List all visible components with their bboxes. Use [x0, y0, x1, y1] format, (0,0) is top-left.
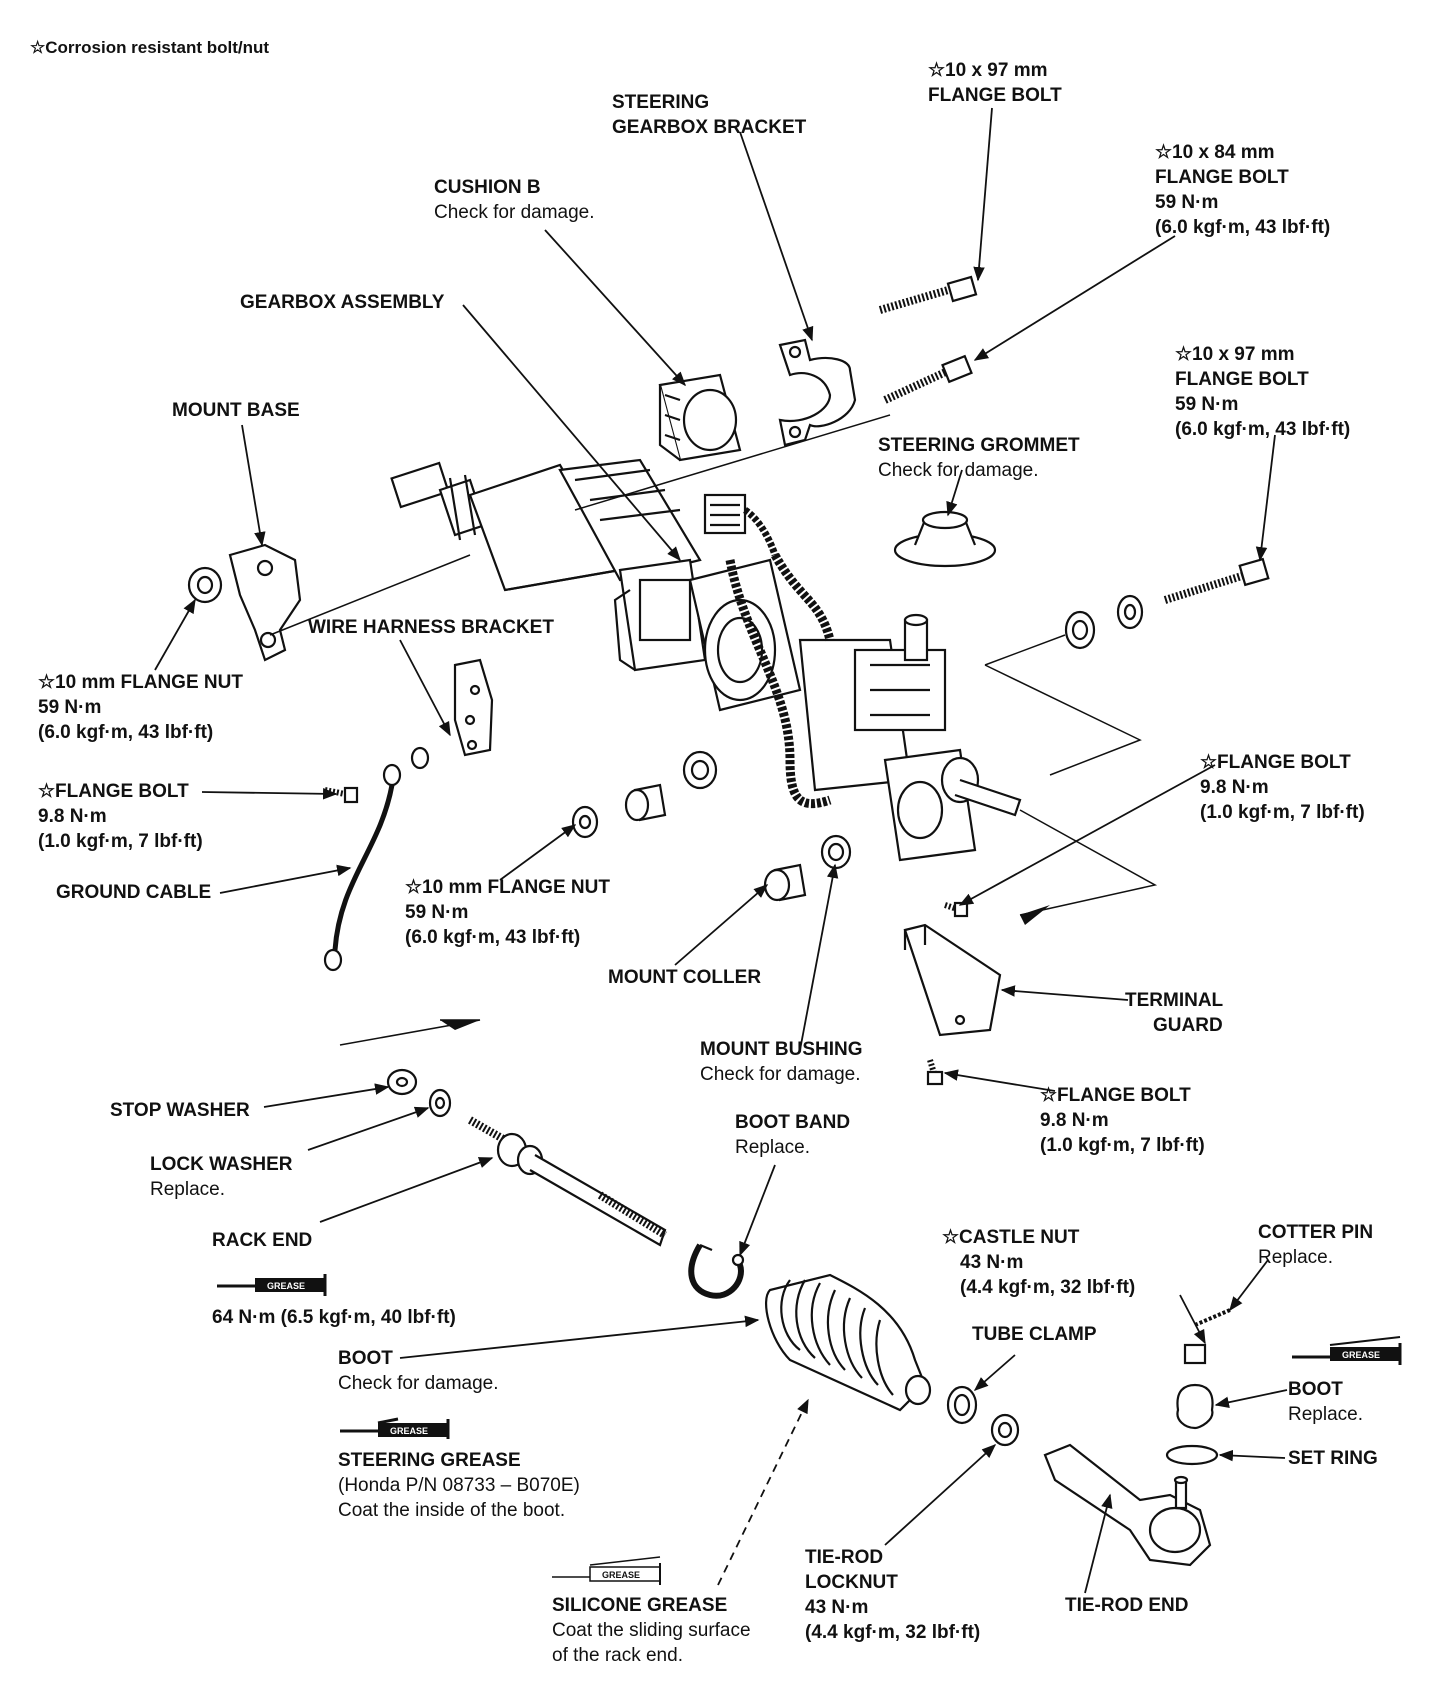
- boot-band-label: BOOT BAND Replace.: [735, 1112, 851, 1158]
- steering-grease-label: STEERING GREASE (Honda P/N 08733 – B070E…: [338, 1450, 580, 1521]
- boot-right-drawing: [1176, 1383, 1214, 1430]
- grease-tag: GREASE: [602, 1570, 640, 1580]
- legend-note: ☆Corrosion resistant bolt/nut: [30, 38, 270, 57]
- silicone-grease-label: SILICONE GREASE Coat the sliding surface…: [552, 1595, 751, 1666]
- terminal-guard-drawing: [903, 901, 1002, 1037]
- grease-tag: GREASE: [390, 1426, 428, 1436]
- wire-harness-bracket-drawing: [410, 658, 494, 770]
- rack-end-label: RACK END: [212, 1230, 313, 1251]
- set-ring-label: SET RING: [1288, 1448, 1378, 1469]
- lock-washer-drawing: [428, 1088, 452, 1118]
- steering-grommet-label: STEERING GROMMET Check for damage.: [878, 435, 1080, 481]
- gearbox-assembly-drawing: [390, 458, 1022, 862]
- tie-rod-locknut-drawing: [990, 1413, 1020, 1447]
- ground-cable-label: GROUND CABLE: [56, 882, 212, 903]
- cushion-b-label: CUSHION B Check for damage.: [434, 177, 595, 223]
- boot-right-label: BOOT Replace.: [1288, 1379, 1363, 1425]
- lock-washer-label: LOCK WASHER Replace.: [150, 1154, 293, 1200]
- tube-clamp-drawing: [946, 1385, 978, 1425]
- mount-base-label: MOUNT BASE: [172, 400, 300, 421]
- cushion-b-drawing: [658, 373, 742, 462]
- terminal-guard-label: TERMINAL GUARD: [1125, 990, 1224, 1036]
- boot-band-drawing: [688, 1243, 745, 1299]
- rack-end-drawing: [468, 1116, 668, 1247]
- mount-coller-label: MOUNT COLLER: [608, 967, 762, 988]
- set-ring-drawing: [1165, 1444, 1219, 1466]
- gearbox-assembly-label: GEARBOX ASSEMBLY: [240, 292, 445, 313]
- stop-washer-label: STOP WASHER: [110, 1100, 250, 1121]
- flange-bolt-left-label: ☆FLANGE BOLT 9.8 N·m (1.0 kgf·m, 7 lbf·f…: [38, 781, 203, 852]
- mount-base-drawing: [187, 543, 302, 662]
- steering-grommet-drawing: [893, 510, 997, 568]
- flange-bolt-right-label: ☆FLANGE BOLT 9.8 N·m (1.0 kgf·m, 7 lbf·f…: [1200, 752, 1365, 823]
- flange-bolt-97-right-drawing: [1163, 557, 1270, 604]
- cotter-pin-label: COTTER PIN Replace.: [1258, 1222, 1374, 1268]
- grease-gun-icon: GREASE: [215, 1272, 330, 1301]
- steering-gearbox-bracket-label: STEERING GEARBOX BRACKET: [612, 92, 807, 138]
- ground-cable-drawing: [323, 763, 402, 972]
- grease-gun-icon: GREASE: [1290, 1335, 1405, 1370]
- flange-bolt-84-label: ☆10 x 84 mm FLANGE BOLT 59 N·m (6.0 kgf·…: [1155, 142, 1331, 238]
- flange-bolt-97-top-label: ☆10 x 97 mm FLANGE BOLT: [928, 60, 1062, 106]
- cotter-pin-drawing: [1194, 1308, 1231, 1327]
- castle-nut-drawing: [1183, 1343, 1207, 1365]
- flange-bolt-97-top-drawing: [878, 275, 978, 314]
- flange-nut-left-label: ☆10 mm FLANGE NUT 59 N·m (6.0 kgf·m, 43 …: [38, 672, 243, 743]
- tube-clamp-label: TUBE CLAMP: [972, 1324, 1097, 1345]
- grease-tag: GREASE: [267, 1281, 305, 1291]
- flange-bolt-84-drawing: [883, 354, 973, 404]
- tie-rod-locknut-label: TIE-ROD LOCKNUT 43 N·m (4.4 kgf·m, 32 lb…: [805, 1547, 981, 1643]
- rack-end-torque: 64 N·m (6.5 kgf·m, 40 lbf·ft): [212, 1307, 456, 1328]
- flange-bolt-97-right-label: ☆10 x 97 mm FLANGE BOLT 59 N·m (6.0 kgf·…: [1175, 344, 1351, 440]
- wire-harness-bracket-label: WIRE HARNESS BRACKET: [308, 617, 554, 638]
- grease-gun-icon: GREASE: [550, 1555, 665, 1590]
- mount-bushing-label: MOUNT BUSHING Check for damage.: [700, 1039, 863, 1085]
- grease-tag: GREASE: [1342, 1350, 1380, 1360]
- grease-gun-icon: GREASE: [338, 1415, 453, 1444]
- tie-rod-end-label: TIE-ROD END: [1065, 1595, 1189, 1616]
- mount-parts-drawing: [571, 750, 852, 902]
- boot-drawing: [765, 1273, 932, 1412]
- flange-nut-mid-label: ☆10 mm FLANGE NUT 59 N·m (6.0 kgf·m, 43 …: [405, 877, 610, 948]
- boot-left-label: BOOT Check for damage.: [338, 1348, 499, 1394]
- steering-gearbox-bracket-drawing: [778, 338, 857, 447]
- castle-nut-label: ☆CASTLE NUT 43 N·m (4.4 kgf·m, 32 lbf·ft…: [942, 1227, 1136, 1298]
- stop-washer-drawing: [386, 1068, 418, 1096]
- flange-bolt-lower-label: ☆FLANGE BOLT 9.8 N·m (1.0 kgf·m, 7 lbf·f…: [1040, 1085, 1205, 1156]
